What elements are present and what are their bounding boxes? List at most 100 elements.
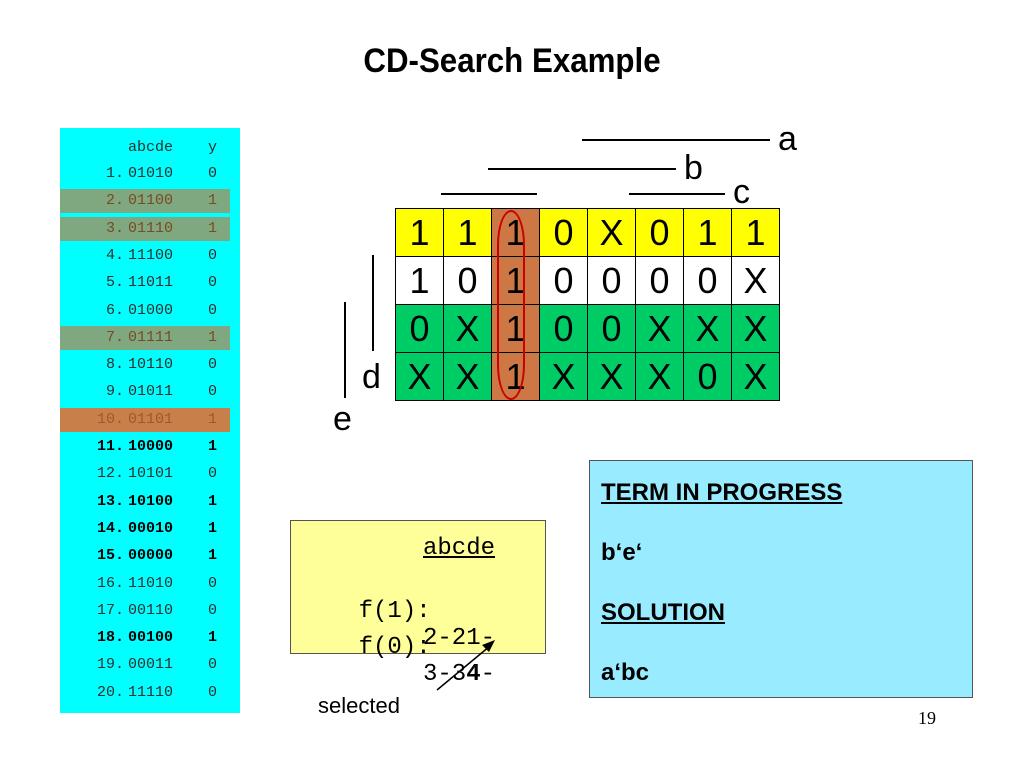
row-bits: 01100 bbox=[128, 192, 174, 210]
var-label-b: b bbox=[684, 149, 703, 187]
row-output: 0 bbox=[208, 383, 218, 401]
row-bits: 01110 bbox=[128, 219, 174, 237]
row-number: 5. bbox=[105, 274, 124, 292]
kmap-cell: X bbox=[444, 305, 491, 352]
row-output: 1 bbox=[208, 192, 218, 210]
kmap-cell: 1 bbox=[396, 257, 443, 304]
kmap-cell: X bbox=[732, 305, 779, 352]
truth-table-header-vars: abcde bbox=[128, 139, 174, 156]
row-bits: 00010 bbox=[128, 519, 174, 537]
slide-title: CD-Search Example bbox=[363, 42, 661, 80]
row-bits: 11110 bbox=[128, 683, 174, 701]
row-bits: 10110 bbox=[128, 356, 174, 374]
var-bar-a bbox=[582, 139, 770, 141]
kmap-cell: 1 bbox=[444, 209, 491, 256]
var-label-a: a bbox=[778, 120, 797, 158]
cube-box: abcde f(1): 2-21- f(0): 3-34- bbox=[290, 520, 546, 688]
row-bits: 00011 bbox=[128, 656, 174, 674]
row-output: 1 bbox=[208, 219, 218, 237]
selected-label: selected bbox=[318, 693, 400, 718]
row-number: 2. bbox=[105, 192, 124, 210]
row-number: 12. bbox=[96, 465, 124, 483]
truth-table-row: 12.10101 0 bbox=[60, 462, 230, 486]
row-output: 1 bbox=[208, 547, 218, 565]
f1-label: f(1): bbox=[358, 598, 431, 625]
row-number: 7. bbox=[105, 328, 124, 346]
row-output: 1 bbox=[208, 492, 218, 510]
var-bar-c-left bbox=[441, 193, 537, 195]
row-bits: 01011 bbox=[128, 383, 174, 401]
row-number: 11. bbox=[96, 438, 124, 455]
kmap-cell: 0 bbox=[540, 305, 587, 352]
row-output: 0 bbox=[208, 656, 218, 674]
row-number: 1. bbox=[105, 165, 124, 182]
row-output: 1 bbox=[208, 519, 218, 537]
kmap-cell: X bbox=[636, 305, 683, 352]
kmap-cell: 0 bbox=[396, 305, 443, 352]
row-number: 17. bbox=[96, 601, 124, 619]
row-output: 1 bbox=[208, 328, 218, 346]
var-bar-d bbox=[372, 255, 374, 351]
term-in-progress-heading: TERM IN PROGRESS bbox=[601, 479, 843, 506]
row-bits: 10100 bbox=[128, 492, 174, 510]
row-bits: 10000 bbox=[128, 438, 174, 455]
row-number: 18. bbox=[96, 629, 124, 647]
kmap-cell: 0 bbox=[636, 209, 683, 256]
truth-table-row: 11.10000 1 bbox=[60, 435, 230, 459]
f0-value-post: - bbox=[480, 661, 496, 688]
f0-label: f(0): bbox=[358, 634, 431, 661]
row-bits: 11010 bbox=[128, 574, 174, 592]
f0-value-selected: 4 bbox=[466, 661, 481, 688]
row-output: 0 bbox=[208, 301, 218, 319]
row-number: 14. bbox=[96, 519, 124, 537]
row-output: 0 bbox=[208, 601, 218, 619]
f1-value: 2-21- bbox=[423, 625, 496, 652]
truth-table-row: 19.00011 0 bbox=[60, 653, 230, 677]
kmap-cell: 0 bbox=[540, 209, 587, 256]
kmap-cell: 0 bbox=[588, 257, 635, 304]
row-output: 0 bbox=[208, 165, 218, 182]
kmap-cell: X bbox=[732, 257, 779, 304]
kmap-cell: 0 bbox=[540, 257, 587, 304]
row-number: 10. bbox=[96, 410, 124, 428]
row-number: 16. bbox=[96, 574, 124, 592]
row-bits: 00110 bbox=[128, 601, 174, 619]
row-output: 0 bbox=[208, 465, 218, 483]
cube-box-header: abcde bbox=[423, 535, 496, 562]
highlight-column-ring bbox=[497, 210, 525, 400]
term-in-progress-value: b‘e‘ bbox=[601, 539, 643, 566]
truth-table-row: 8.10110 0 bbox=[60, 353, 230, 377]
kmap-cell: X bbox=[588, 353, 635, 400]
row-bits: 11100 bbox=[128, 246, 174, 264]
var-label-d: d bbox=[362, 358, 381, 396]
row-output: 1 bbox=[208, 410, 218, 428]
truth-table-row: 16.11010 0 bbox=[60, 572, 230, 596]
page-number: 19 bbox=[918, 708, 936, 728]
f0-value: 3-34- bbox=[423, 661, 495, 688]
kmap-cell: X bbox=[636, 353, 683, 400]
kmap-cell: X bbox=[588, 209, 635, 256]
row-bits: 01111 bbox=[128, 328, 174, 346]
row-number: 19. bbox=[96, 656, 124, 674]
kmap-cell: X bbox=[540, 353, 587, 400]
row-number: 8. bbox=[105, 356, 124, 374]
solution-heading: SOLUTION bbox=[601, 599, 725, 626]
term-box: TERM IN PROGRESS b‘e‘ SOLUTION a‘bc bbox=[589, 460, 973, 698]
kmap-cell: 1 bbox=[396, 209, 443, 256]
kmap-cell: 1 bbox=[492, 305, 539, 352]
row-output: 0 bbox=[208, 574, 218, 592]
row-output: 0 bbox=[208, 356, 218, 374]
row-output: 1 bbox=[208, 438, 218, 455]
kmap-cell: 0 bbox=[684, 353, 731, 400]
row-bits: 10101 bbox=[128, 465, 174, 483]
row-bits: 00100 bbox=[128, 629, 174, 647]
